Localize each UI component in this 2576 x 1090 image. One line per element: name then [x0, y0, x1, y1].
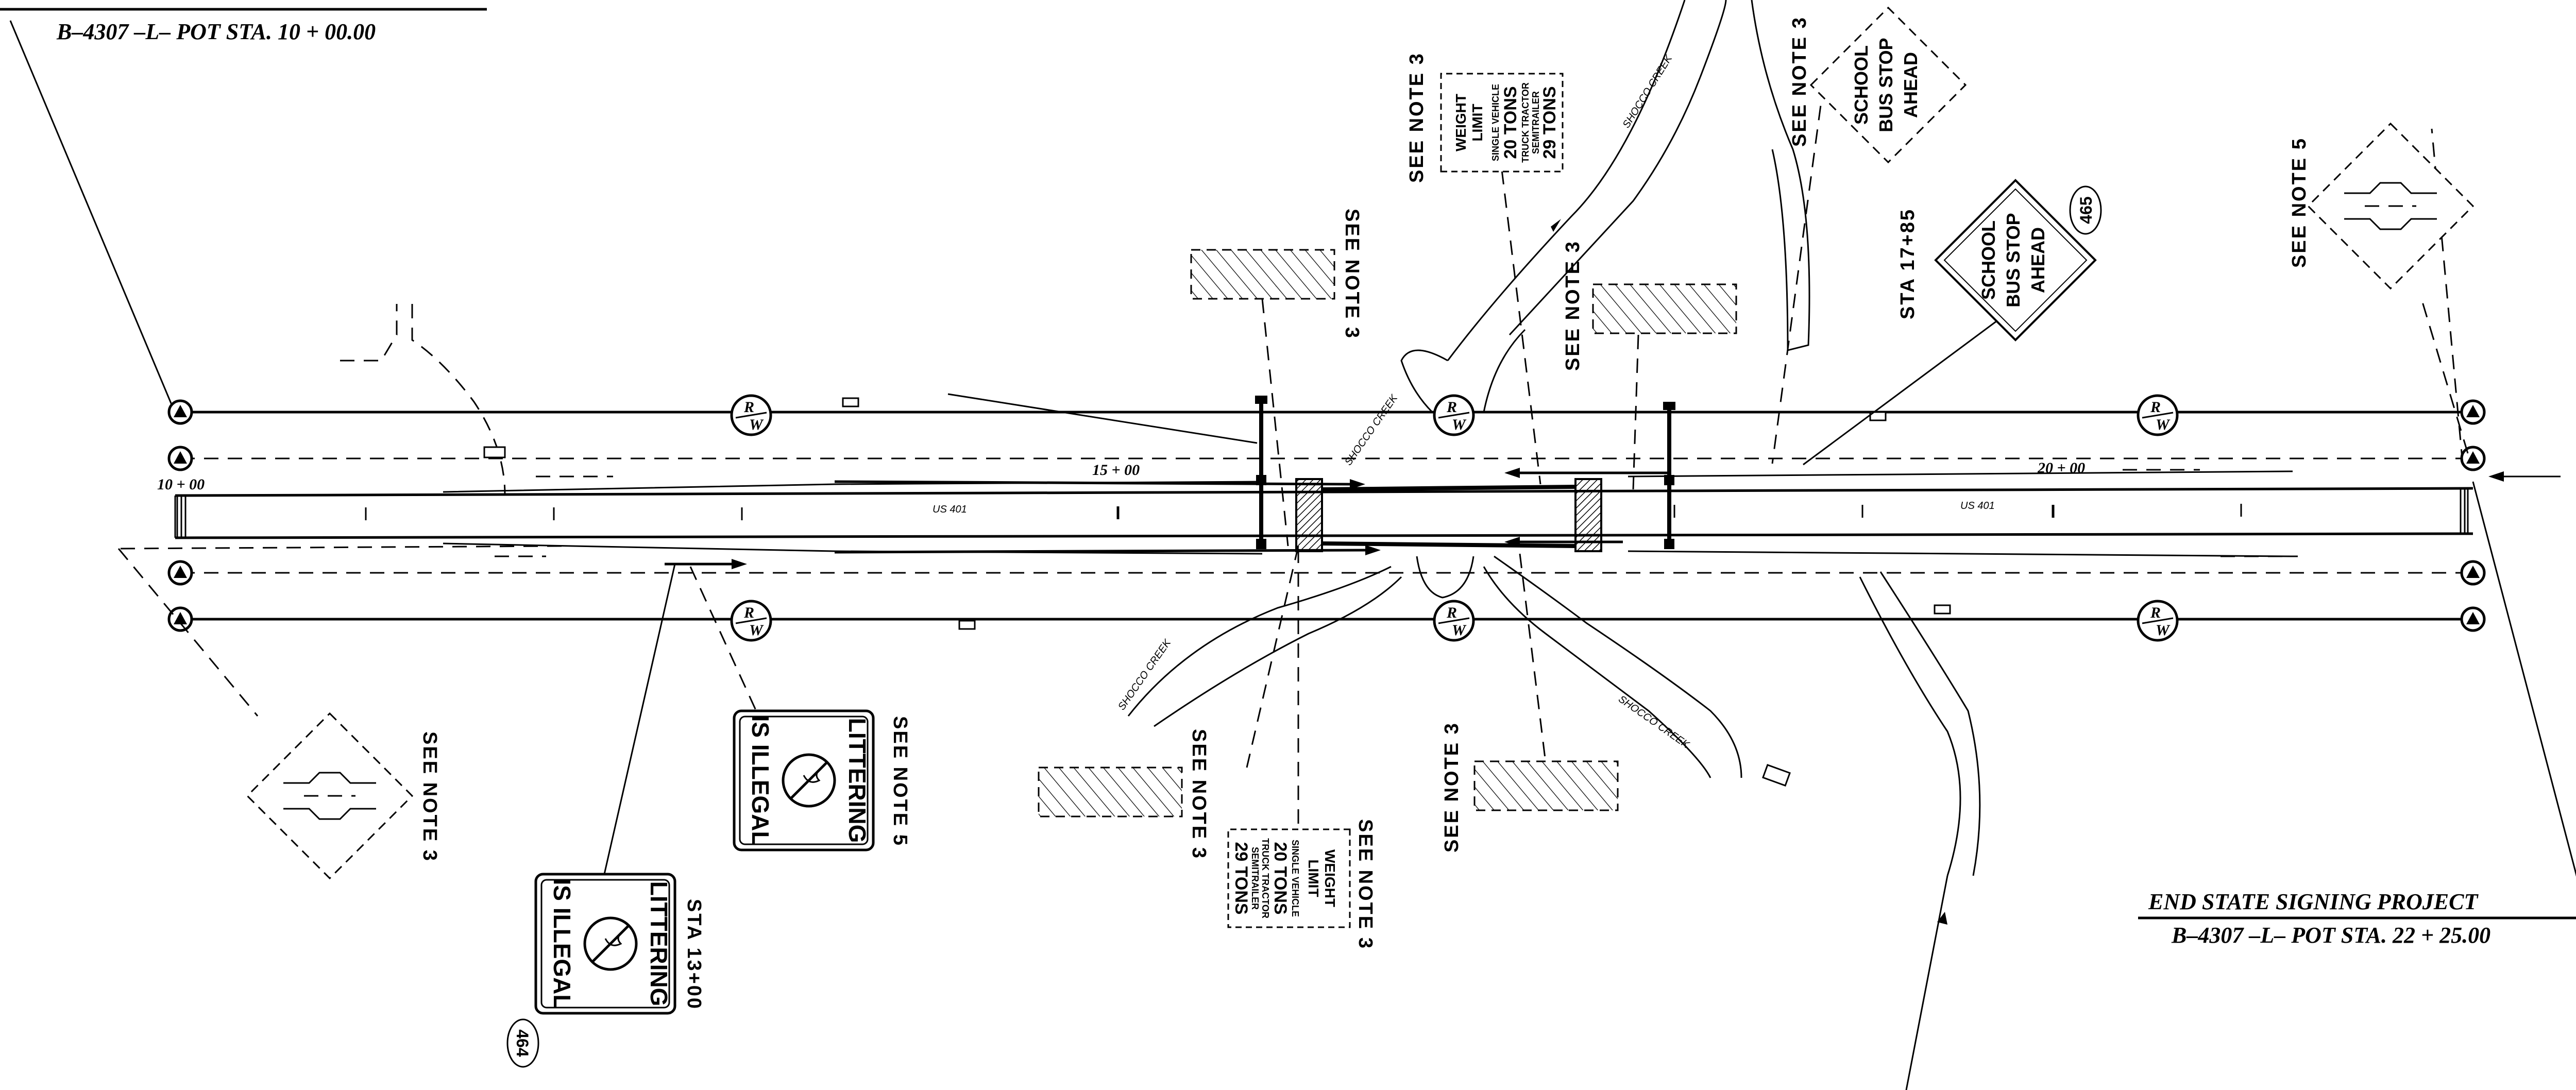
creek-label-bridge: SHOCCO CREEK	[1343, 392, 1400, 468]
svg-text:W: W	[749, 416, 764, 433]
svg-text:LIMIT: LIMIT	[1469, 104, 1485, 141]
road-label-us401-east: US 401	[1960, 500, 1995, 512]
weight-limit-sign-south: WEIGHT LIMIT SINGLE VEHICLE 20 TONS TRUC…	[1227, 828, 1351, 928]
svg-text:WEIGHT: WEIGHT	[1453, 94, 1469, 151]
svg-text:20 TONS: 20 TONS	[1270, 842, 1290, 914]
sign-location-box-4	[1473, 760, 1619, 811]
leader-lines	[117, 82, 2469, 829]
svg-text:W: W	[749, 622, 764, 639]
littering-sign-lower: LITTERING IS ILLEGAL	[534, 873, 676, 1015]
svg-text:464: 464	[513, 1029, 532, 1057]
sign-location-box-2	[1592, 283, 1737, 334]
svg-text:IS ILLEGAL: IS ILLEGAL	[549, 879, 575, 1009]
svg-text:LIMIT: LIMIT	[1306, 859, 1321, 897]
road-label-us401-west: US 401	[933, 504, 967, 515]
title-block-start: B–4307 –L– POT STA. 10 + 00.00	[0, 8, 487, 44]
station-20-label: 20 + 00	[2037, 459, 2085, 476]
see-note-label: SEE NOTE 5	[2289, 137, 2310, 268]
svg-text:R: R	[1446, 604, 1457, 621]
end-limit-line	[2472, 481, 2576, 877]
structure-box	[958, 620, 976, 630]
svg-text:W: W	[2156, 622, 2171, 639]
svg-text:W: W	[1452, 416, 1467, 433]
sign-location-box-3	[1038, 767, 1183, 818]
structure-box	[1762, 763, 1791, 787]
svg-text:TRUCK TRACTOR: TRUCK TRACTOR	[1520, 82, 1531, 163]
right-of-way-lines	[180, 411, 2473, 621]
title-block-end: END STATE SIGNING PROJECT B–4307 –L– POT…	[2138, 889, 2576, 948]
svg-text:SEMITRAILER: SEMITRAILER	[1250, 847, 1260, 910]
end-station-title: B–4307 –L– POT STA. 22 + 25.00	[2171, 923, 2490, 948]
svg-text:29 TONS: 29 TONS	[1231, 842, 1251, 914]
leader-litter-sign	[602, 564, 676, 881]
svg-text:R: R	[743, 399, 754, 416]
creek-label-southeast: SHOCCO CREEK	[1616, 693, 1692, 751]
svg-text:R: R	[743, 604, 754, 621]
see-note-label: SEE NOTE 3	[1354, 819, 1376, 950]
see-note-label: SEE NOTE 3	[419, 731, 440, 862]
see-note-label: SEE NOTE 3	[1188, 729, 1210, 860]
leader-school-sign	[1803, 318, 1999, 466]
pavement-arrows	[495, 468, 2561, 569]
svg-text:W: W	[1452, 622, 1467, 639]
svg-text:TRUCK TRACTOR: TRUCK TRACTOR	[1260, 838, 1270, 918]
begin-limit-line	[9, 20, 174, 407]
littering-sign-upper: LITTERING IS ILLEGAL	[733, 709, 875, 851]
svg-text:SINGLE VEHICLE: SINGLE VEHICLE	[1290, 840, 1300, 917]
svg-text:W: W	[2156, 416, 2171, 433]
svg-text:R: R	[2150, 399, 2161, 416]
driveway-culvert	[483, 446, 506, 458]
sign-location-box-1	[1190, 249, 1335, 300]
station-15-label: 15 + 00	[1092, 462, 1140, 479]
svg-text:BUS STOP: BUS STOP	[2003, 213, 2024, 307]
structure-box	[1934, 604, 1951, 615]
sta-1785-callout: STA 17+85	[1897, 208, 1919, 319]
see-note-label: SEE NOTE 3	[1441, 722, 1463, 853]
leader-line	[947, 393, 1258, 444]
svg-text:LITTERING: LITTERING	[646, 881, 672, 1007]
see-note-label: SEE NOTE 3	[1562, 240, 1584, 371]
narrow-bridge-diamond-west	[246, 712, 414, 880]
control-markers	[169, 401, 2484, 631]
sign-id-465: 465	[2069, 185, 2102, 235]
driveway-west	[340, 304, 506, 495]
station-10-label: 10 + 00	[157, 476, 205, 493]
see-note-label: SEE NOTE 3	[1406, 52, 1428, 183]
svg-text:LITTERING: LITTERING	[844, 718, 871, 843]
svg-text:SCHOOL: SCHOOL	[1978, 220, 1999, 300]
structure-box	[1869, 411, 1887, 421]
row-markers: R W R W R W R W R W	[730, 394, 2179, 642]
see-note-label: SEE NOTE 3	[1341, 209, 1363, 339]
creek-label-southwest: SHOCCO CREEK	[1116, 637, 1174, 712]
svg-text:IS ILLEGAL: IS ILLEGAL	[747, 716, 774, 846]
svg-text:BUS STOP: BUS STOP	[1875, 38, 1896, 132]
svg-text:AHEAD: AHEAD	[1900, 52, 1921, 118]
see-note-label: SEE NOTE 5	[889, 716, 911, 847]
end-project-title: END STATE SIGNING PROJECT	[2148, 889, 2479, 914]
sign-id-464: 464	[506, 1018, 539, 1068]
svg-text:465: 465	[2077, 196, 2095, 224]
svg-text:WEIGHT: WEIGHT	[1322, 849, 1338, 907]
svg-text:R: R	[2150, 604, 2161, 621]
svg-text:R: R	[1446, 399, 1457, 416]
school-bus-stop-sign-465: SCHOOL BUS STOP AHEAD	[1934, 179, 2097, 342]
svg-text:AHEAD: AHEAD	[2027, 227, 2048, 293]
svg-text:20 TONS: 20 TONS	[1501, 86, 1520, 159]
svg-text:SINGLE VEHICLE: SINGLE VEHICLE	[1490, 84, 1501, 161]
narrow-bridge-diamond-east	[2307, 122, 2475, 290]
see-note-label: SEE NOTE 3	[1789, 16, 1810, 147]
weight-limit-sign-north: WEIGHT LIMIT SINGLE VEHICLE 20 TONS TRUC…	[1440, 73, 1564, 173]
svg-text:SCHOOL: SCHOOL	[1851, 45, 1872, 125]
svg-text:29 TONS: 29 TONS	[1540, 86, 1560, 159]
structure-box	[842, 397, 859, 407]
svg-text:SEMITRAILER: SEMITRAILER	[1531, 91, 1541, 154]
start-station-title: B–4307 –L– POT STA. 10 + 00.00	[56, 19, 376, 44]
creek-label-north: SHOCCO CREEK	[1621, 53, 1675, 130]
school-bus-stop-sign-dashed: SCHOOL BUS STOP AHEAD	[1809, 6, 1967, 164]
bridge-structure	[1255, 396, 1675, 552]
sta-1300-callout: STA 13+00	[683, 899, 705, 1010]
